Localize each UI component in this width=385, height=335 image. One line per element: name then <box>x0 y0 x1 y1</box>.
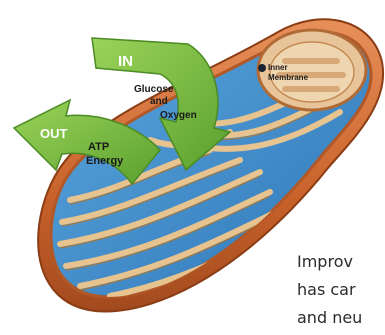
inner-membrane-pointer-dot <box>258 64 266 72</box>
caption-line-2: has car <box>297 282 356 298</box>
in-arrow-line2: and <box>150 96 168 107</box>
inner-membrane-label-line2: Membrane <box>268 73 309 82</box>
out-arrow-line1: ATP <box>88 141 109 153</box>
caption-line-1: Improv <box>297 254 353 270</box>
in-arrow-line1: Glucose <box>134 84 174 95</box>
inner-membrane-label-line1: Inner <box>268 63 288 72</box>
out-arrow-heading: OUT <box>40 126 68 141</box>
out-arrow-line2: Energy <box>86 155 124 167</box>
caption-line-3: and neu <box>297 310 362 326</box>
in-arrow-line3: Oxygen <box>160 110 197 121</box>
in-arrow-heading: IN <box>118 53 133 70</box>
